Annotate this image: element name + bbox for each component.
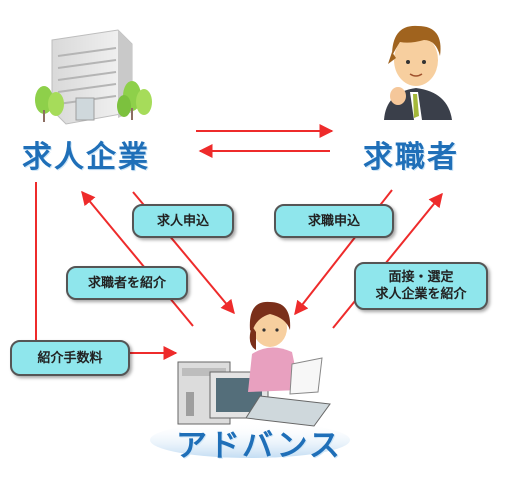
building-icon <box>35 29 152 125</box>
advance-label: アドバンス <box>176 428 342 464</box>
introduce-company-text: 求人企業を紹介 <box>375 287 467 302</box>
referral-fee-text: 紹介手数料 <box>37 350 103 366</box>
referral-fee-box: 紹介手数料 <box>10 340 130 376</box>
job-offer-application-box: 求人申込 <box>132 204 234 238</box>
introduce-seeker-box: 求職者を紹介 <box>66 266 188 300</box>
job-offer-application-text: 求人申込 <box>156 213 209 229</box>
operator-at-computer-icon <box>150 301 350 458</box>
arrow-advance-to-company <box>81 190 194 327</box>
job-search-application-box: 求職申込 <box>274 204 394 238</box>
introduce-seeker-text: 求職者を紹介 <box>87 275 166 291</box>
job-seeker-label: 求職者 <box>363 140 459 175</box>
interview-selection-box: 面接・選定 求人企業を紹介 <box>354 262 488 310</box>
job-search-application-text: 求職申込 <box>307 213 360 229</box>
arrow-advance-to-seeker <box>332 192 443 329</box>
job-seeker-person-icon <box>384 25 452 120</box>
interview-selection-text: 面接・選定 <box>388 270 454 285</box>
company-label: 求人企業 <box>22 140 150 175</box>
